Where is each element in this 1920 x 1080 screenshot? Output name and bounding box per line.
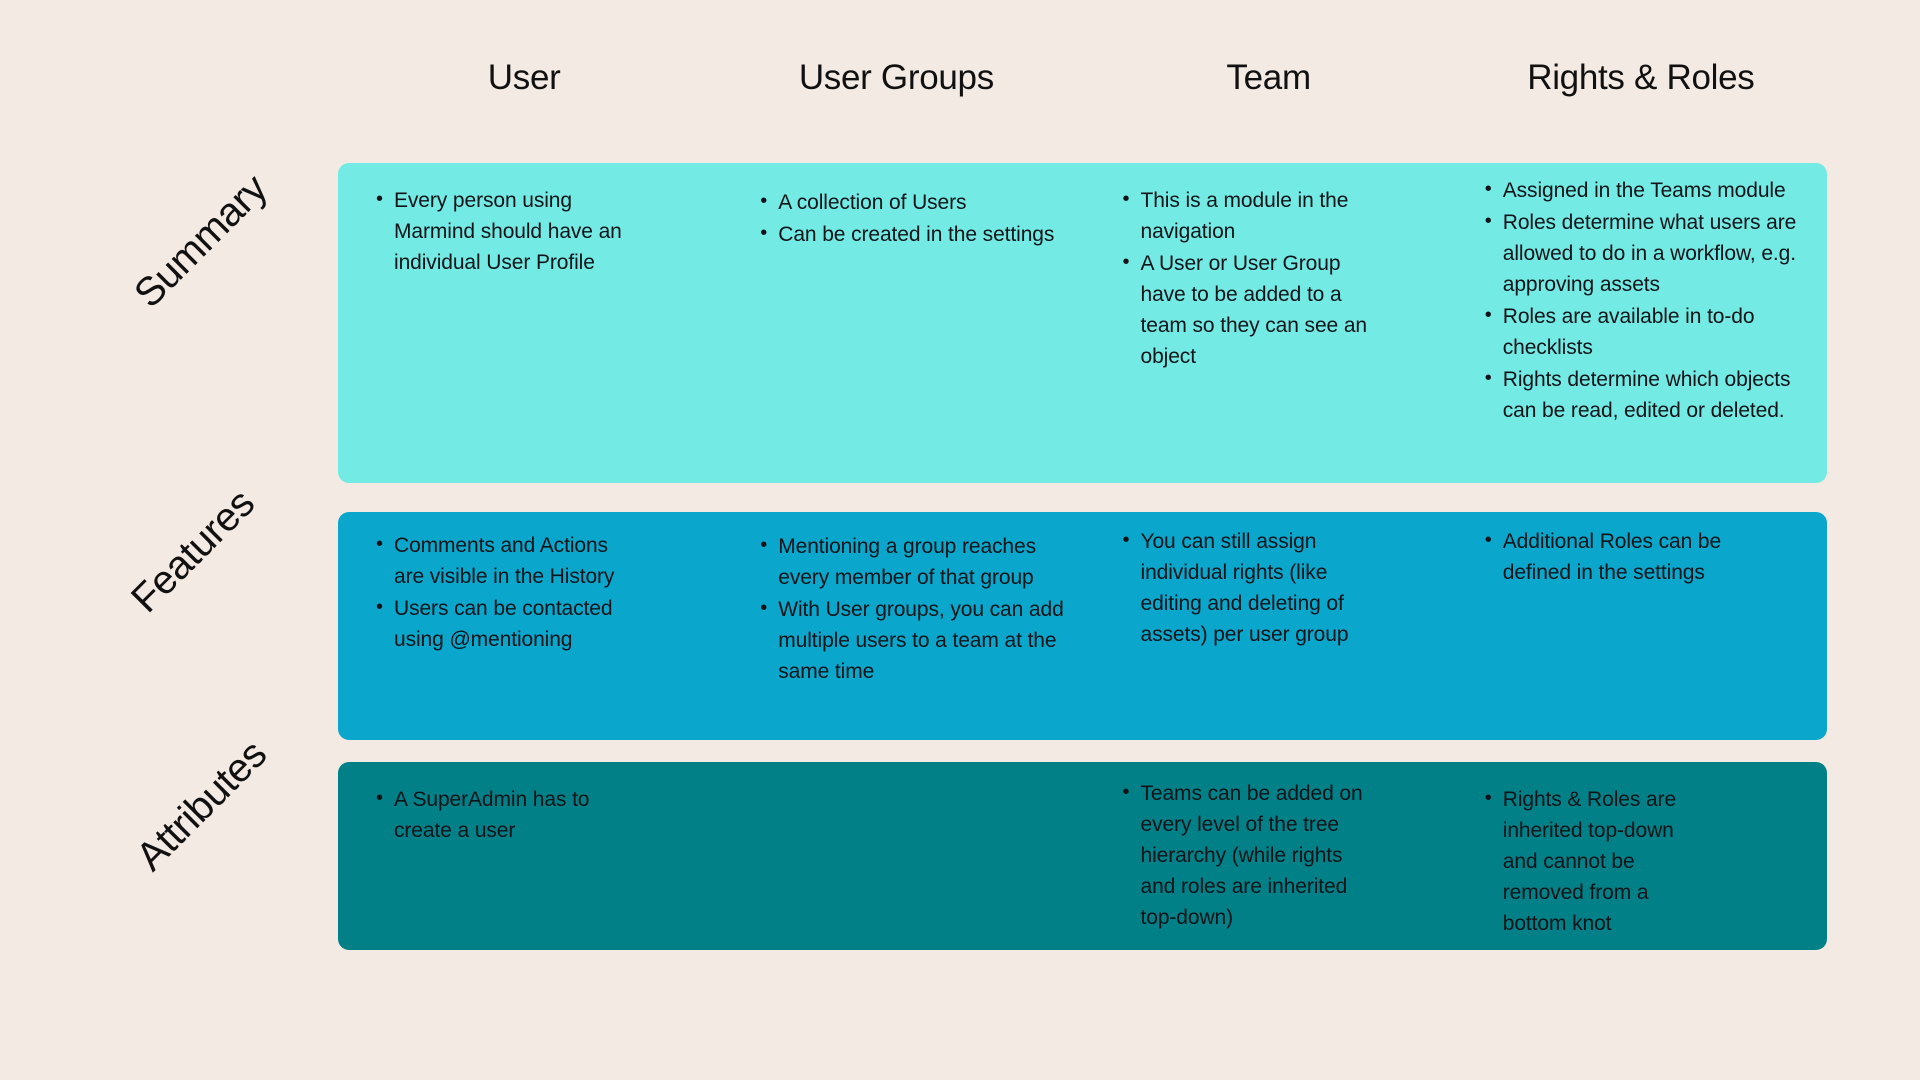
row-band-features: Comments and Actions are visible in the … — [338, 512, 1827, 740]
bullet-item: With User groups, you can add multiple u… — [760, 593, 1064, 687]
row-band-summary: Every person using Marmind should have a… — [338, 163, 1827, 483]
column-header-user: User — [487, 58, 561, 97]
cell-features-rights-roles: Additional Roles can be defined in the s… — [1455, 512, 1827, 740]
bullet-item: A SuperAdmin has to create a user — [376, 783, 626, 846]
column-header-row: User User Groups Team Rights & Roles — [338, 48, 1827, 108]
column-header-user-groups: User Groups — [798, 58, 994, 97]
bullet-item: Assigned in the Teams module — [1485, 174, 1811, 206]
row-label-summary: Summary — [126, 166, 276, 317]
cell-attributes-rights-roles: Rights & Roles are inherited top-down an… — [1455, 762, 1827, 950]
cell-features-team: You can still assign individual rights (… — [1083, 512, 1455, 740]
bullet-list: Every person using Marmind should have a… — [374, 184, 630, 278]
column-header-rights-roles: Rights & Roles — [1527, 58, 1755, 97]
cell-attributes-team: Teams can be added on every level of the… — [1083, 762, 1455, 950]
cell-attributes-user: A SuperAdmin has to create a user — [338, 762, 710, 950]
bullet-item: Rights determine which objects can be re… — [1485, 363, 1811, 426]
bullet-item: Can be created in the settings — [760, 218, 1064, 250]
cell-features-user: Comments and Actions are visible in the … — [338, 512, 710, 740]
cell-summary-user: Every person using Marmind should have a… — [338, 163, 710, 483]
bullet-item: This is a module in the navigation — [1123, 184, 1379, 247]
bullet-item: Roles determine what users are allowed t… — [1485, 206, 1811, 300]
bullet-list: Teams can be added on every level of the… — [1121, 777, 1371, 933]
row-label-features: Features — [123, 481, 263, 622]
cell-summary-rights-roles: Assigned in the Teams moduleRoles determ… — [1455, 163, 1827, 483]
column-header-team: Team — [1226, 58, 1311, 97]
bullet-item: Comments and Actions are visible in the … — [376, 529, 616, 592]
row-band-attributes: A SuperAdmin has to create a user Teams … — [338, 762, 1827, 950]
bullet-item: A User or User Group have to be added to… — [1123, 247, 1379, 372]
cell-attributes-user-groups — [710, 762, 1082, 950]
cell-summary-team: This is a module in the navigationA User… — [1083, 163, 1455, 483]
bullet-item: Rights & Roles are inherited top-down an… — [1485, 783, 1703, 939]
bullet-item: You can still assign individual rights (… — [1123, 525, 1361, 650]
cell-summary-user-groups: A collection of UsersCan be created in t… — [710, 163, 1082, 483]
bullet-item: Roles are available in to-do checklists — [1485, 300, 1811, 363]
bullet-list: Additional Roles can be defined in the s… — [1483, 525, 1755, 588]
bullet-list: A SuperAdmin has to create a user — [374, 783, 626, 846]
bullet-item: Additional Roles can be defined in the s… — [1485, 525, 1755, 588]
row-label-attributes: Attributes — [128, 732, 276, 880]
bullet-list: This is a module in the navigationA User… — [1121, 184, 1379, 372]
bullet-item: Every person using Marmind should have a… — [376, 184, 630, 278]
bullet-item: A collection of Users — [760, 186, 1064, 218]
bullet-list: Comments and Actions are visible in the … — [374, 529, 616, 655]
bullet-item: Teams can be added on every level of the… — [1123, 777, 1371, 933]
bullet-list: You can still assign individual rights (… — [1121, 525, 1361, 650]
bullet-list: Assigned in the Teams moduleRoles determ… — [1483, 174, 1811, 426]
bullet-list: Rights & Roles are inherited top-down an… — [1483, 783, 1703, 939]
cell-features-user-groups: Mentioning a group reaches every member … — [710, 512, 1082, 740]
bullet-list: Mentioning a group reaches every member … — [758, 530, 1064, 687]
bullet-list: A collection of UsersCan be created in t… — [758, 186, 1064, 250]
bullet-item: Mentioning a group reaches every member … — [760, 530, 1064, 593]
bullet-item: Users can be contacted using @mentioning — [376, 592, 616, 655]
